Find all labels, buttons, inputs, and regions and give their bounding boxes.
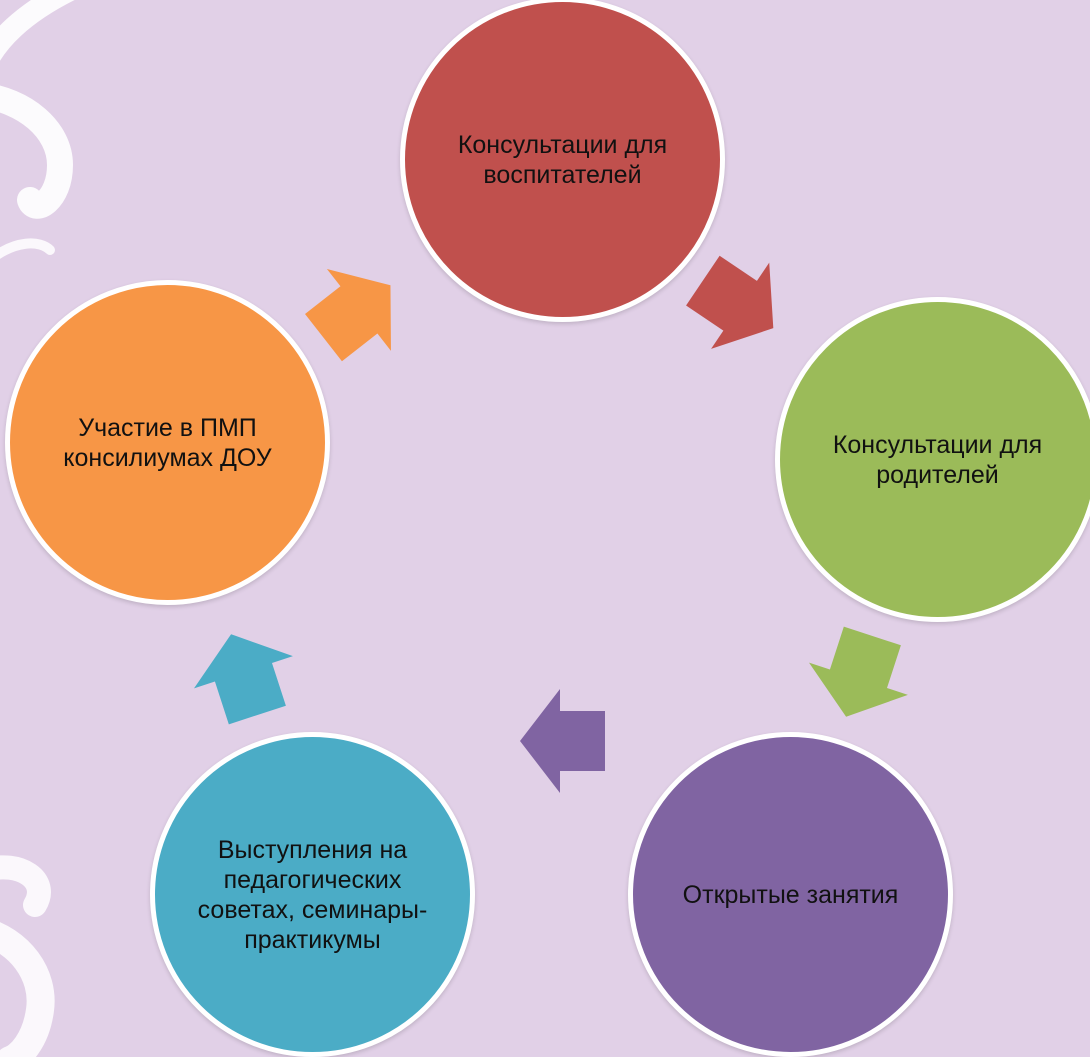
node-teacher-consultations: Консультации для воспитателей: [400, 0, 725, 322]
node-pmp-participation: Участие в ПМП консилиумах ДОУ: [5, 280, 330, 605]
node-teacher-consultations-label: Консультации для воспитателей: [457, 130, 668, 189]
arrow-parents-to-open: [808, 626, 908, 717]
node-open-lessons: Открытые занятия: [628, 732, 953, 1057]
arrow-open-to-councils: [520, 689, 605, 793]
node-parent-consultations-label: Консультации для родителей: [832, 430, 1043, 489]
arrow-pmp-to-teachers: [305, 268, 391, 362]
node-council-presentations: Выступления на педагогических советах, с…: [150, 732, 475, 1057]
arrow-teachers-to-parents: [686, 255, 774, 349]
node-council-presentations-label: Выступления на педагогических советах, с…: [197, 835, 428, 954]
node-open-lessons-label: Открытые занятия: [682, 880, 899, 909]
node-parent-consultations: Консультации для родителей: [775, 297, 1090, 622]
arrow-councils-to-pmp: [193, 634, 293, 725]
node-pmp-participation-label: Участие в ПМП консилиумах ДОУ: [63, 413, 272, 472]
